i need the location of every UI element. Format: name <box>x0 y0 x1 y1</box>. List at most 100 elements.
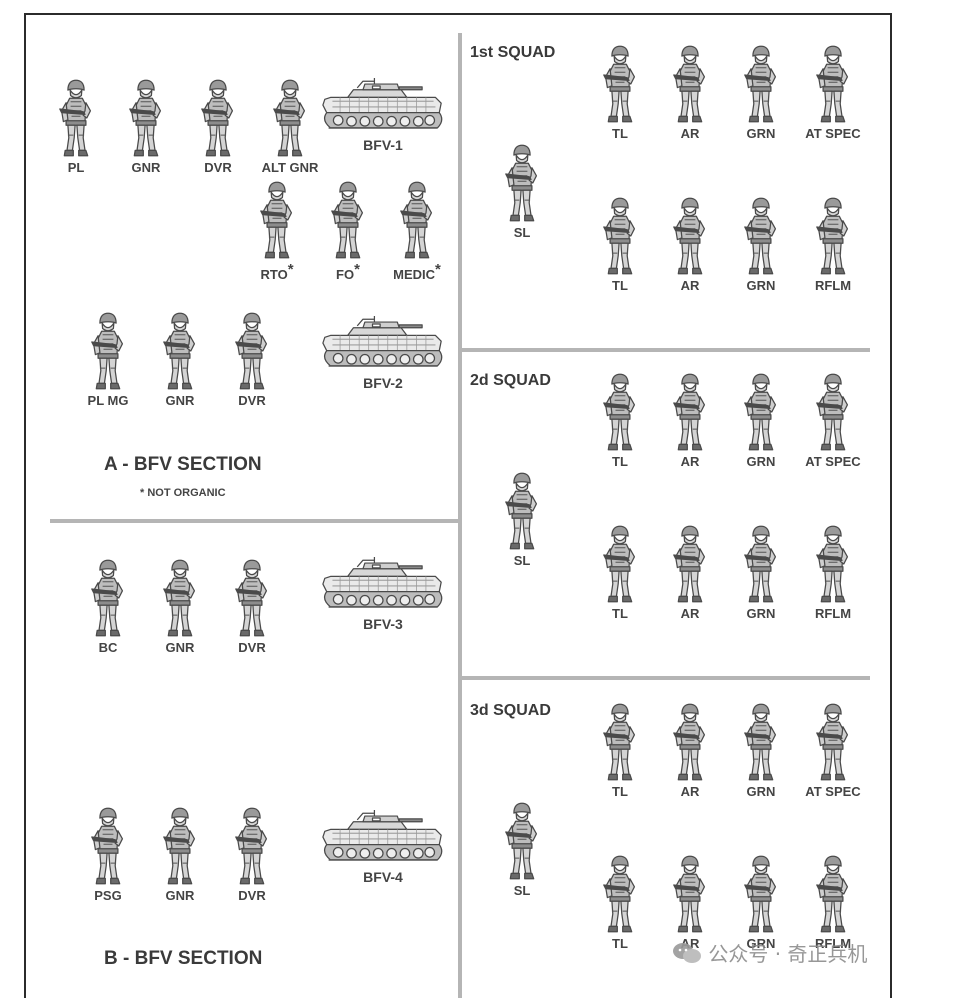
role-label: TL <box>588 455 652 469</box>
soldier-icon <box>815 524 851 604</box>
bradley-ifv-icon <box>321 78 445 134</box>
watermark: 公众号 · 奇正兵机 <box>672 938 867 967</box>
fire-team-member: TL <box>588 44 652 141</box>
bfv-4: BFV-4 <box>318 810 448 884</box>
role-text: RFLM <box>814 936 852 951</box>
role-label: GRN <box>729 455 793 469</box>
bradley-ifv-icon <box>321 316 445 372</box>
role-text: PL MG <box>87 393 129 408</box>
role-text: AR <box>680 278 700 293</box>
role-text: RFLM <box>814 606 852 621</box>
wechat-icon <box>673 943 701 963</box>
role-text: GNR <box>165 393 195 408</box>
fire-team-member: TL <box>588 524 652 621</box>
attached-member: MEDIC* <box>385 180 449 282</box>
role-text: BC <box>98 640 118 655</box>
role-text: GNR <box>165 888 195 903</box>
role-label: SL <box>490 554 554 568</box>
soldier-icon <box>602 524 638 604</box>
soldier-icon <box>815 44 851 124</box>
soldier-icon <box>330 180 366 260</box>
role-label: DVR <box>186 161 250 175</box>
squad-title: 1st SQUAD <box>470 44 556 61</box>
fire-team-member: RFLM <box>801 524 865 621</box>
fire-team-member: RFLM <box>801 196 865 293</box>
role-label: DVR <box>220 394 284 408</box>
role-text: TL <box>612 606 628 621</box>
role-text: TL <box>612 936 628 951</box>
role-text: ALT GNR <box>261 160 319 175</box>
crew-member: BC <box>76 558 140 655</box>
role-text: GRN <box>746 454 776 469</box>
soldier-icon <box>58 78 94 158</box>
fire-team-member: GRN <box>729 44 793 141</box>
fire-team-member: GRN <box>729 702 793 799</box>
role-label: TL <box>588 785 652 799</box>
role-label: TL <box>588 937 652 951</box>
role-label: AR <box>658 455 722 469</box>
role-label: DVR <box>220 889 284 903</box>
vehicle-label: BFV-3 <box>363 616 403 632</box>
crew-member: DVR <box>186 78 250 175</box>
role-label: GNR <box>114 161 178 175</box>
soldier-icon <box>504 471 540 551</box>
soldier-icon <box>234 558 270 638</box>
fire-team-member: TL <box>588 854 652 951</box>
soldier-icon <box>200 78 236 158</box>
soldier-icon <box>602 702 638 782</box>
soldier-icon <box>815 702 851 782</box>
role-text: AR <box>680 126 700 141</box>
role-label: TL <box>588 607 652 621</box>
bradley-ifv-icon <box>321 810 445 866</box>
fire-team-member: AR <box>658 702 722 799</box>
soldier-icon <box>602 44 638 124</box>
role-label: TL <box>588 279 652 293</box>
crew-member: GNR <box>148 311 212 408</box>
vehicle-label: BFV-4 <box>363 869 403 885</box>
soldier-icon <box>743 702 779 782</box>
soldier-icon <box>672 372 708 452</box>
role-text: PL <box>67 160 85 175</box>
role-text: AR <box>680 454 700 469</box>
soldier-icon <box>90 311 126 391</box>
role-text: GRN <box>746 936 776 951</box>
fire-team-member: TL <box>588 372 652 469</box>
fire-team-member: AR <box>658 854 722 951</box>
fire-team-member: AT SPEC <box>801 702 865 799</box>
squad-title: 2d SQUAD <box>470 372 551 389</box>
attached-member: RTO* <box>245 180 309 282</box>
role-label: DVR <box>220 641 284 655</box>
soldier-icon <box>162 806 198 886</box>
not-organic-note: * NOT ORGANIC <box>140 487 226 499</box>
soldier-icon <box>602 372 638 452</box>
crew-member: DVR <box>220 558 284 655</box>
squad-leader: SL <box>490 801 554 898</box>
role-label: PSG <box>76 889 140 903</box>
role-label: AT SPEC <box>801 455 865 469</box>
bradley-ifv-icon <box>321 557 445 613</box>
role-text: DVR <box>238 888 266 903</box>
role-text: DVR <box>238 640 266 655</box>
soldier-icon <box>743 372 779 452</box>
soldier-icon <box>128 78 164 158</box>
vehicle-label: BFV-2 <box>363 375 403 391</box>
role-text: AT SPEC <box>805 454 861 469</box>
role-label: FO* <box>316 262 380 282</box>
crew-member: DVR <box>220 311 284 408</box>
soldier-icon <box>672 524 708 604</box>
soldier-icon <box>815 854 851 934</box>
soldier-icon <box>743 44 779 124</box>
fire-team-member: RFLM <box>801 854 865 951</box>
section-a-title: A - BFV SECTION <box>104 454 262 475</box>
role-text: RFLM <box>814 278 852 293</box>
role-text: SL <box>513 225 531 240</box>
fire-team-member: AR <box>658 196 722 293</box>
role-text: AT SPEC <box>805 784 861 799</box>
squad-leader: SL <box>490 143 554 240</box>
crew-member: GNR <box>114 78 178 175</box>
crew-member: PSG <box>76 806 140 903</box>
role-text: GRN <box>746 784 776 799</box>
soldier-icon <box>504 143 540 223</box>
vehicle-label: BFV-1 <box>363 137 403 153</box>
role-label: GNR <box>148 889 212 903</box>
